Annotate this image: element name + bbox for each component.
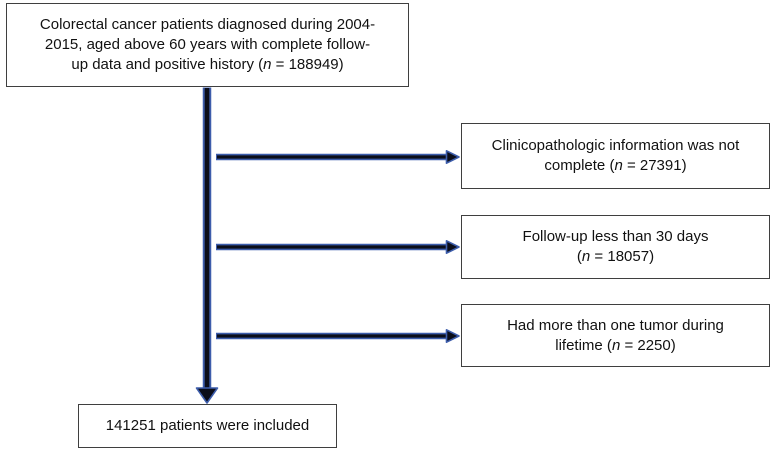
exclusion-arrow-1 [216, 150, 460, 164]
right-arrowhead-icon [445, 240, 460, 254]
right-arrowhead-icon [445, 150, 460, 164]
exclusion-box-multiple-tumors: Had more than one tumor during lifetime … [461, 304, 770, 367]
text-segment: Follow-up less than 30 days [522, 228, 709, 245]
text-segment: lifetime ( [555, 336, 612, 354]
exclusion-text: Had more than one tumor during lifetime … [462, 314, 769, 358]
text-segment: = 188949) [271, 56, 344, 73]
n-symbol: n [614, 157, 623, 174]
text-segment: = 2250) [620, 336, 676, 354]
exclusion-text: Follow-up less than 30 days (n = 18057) [462, 225, 769, 269]
text-segment: = 18057) [590, 248, 655, 265]
exclusion-text: Clinicopathologic information was not co… [462, 134, 769, 178]
text-segment: Colorectal cancer patients diagnosed dur… [39, 16, 376, 33]
main-flow-arrow [195, 87, 219, 404]
text-segment: = 27391) [622, 157, 687, 174]
exclusion-box-short-followup: Follow-up less than 30 days (n = 18057) [461, 215, 770, 279]
text-segment: complete ( [544, 157, 615, 174]
inclusion-criteria-text: Colorectal cancer patients diagnosed dur… [7, 13, 408, 77]
exclusion-box-incomplete-info: Clinicopathologic information was not co… [461, 123, 770, 189]
n-symbol: n [581, 248, 591, 265]
text-segment: ( [576, 248, 582, 265]
text-segment: 2015, aged above 60 years with complete … [44, 36, 371, 53]
exclusion-arrow-3 [216, 328, 460, 344]
inclusion-criteria-box: Colorectal cancer patients diagnosed dur… [6, 3, 409, 87]
right-arrowhead-icon [445, 328, 460, 344]
n-symbol: n [611, 336, 621, 354]
down-arrowhead-icon [195, 387, 219, 404]
text-segment: Clinicopathologic information was not [491, 137, 740, 154]
text-segment: up data and positive history ( [71, 56, 264, 73]
text-segment: 141251 patients were included [105, 417, 310, 434]
included-patients-box: 141251 patients were included [78, 404, 337, 448]
text-segment: Had more than one tumor during [507, 316, 724, 334]
included-patients-text: 141251 patients were included [79, 414, 336, 438]
n-symbol: n [263, 56, 272, 73]
exclusion-arrow-2 [216, 240, 460, 254]
